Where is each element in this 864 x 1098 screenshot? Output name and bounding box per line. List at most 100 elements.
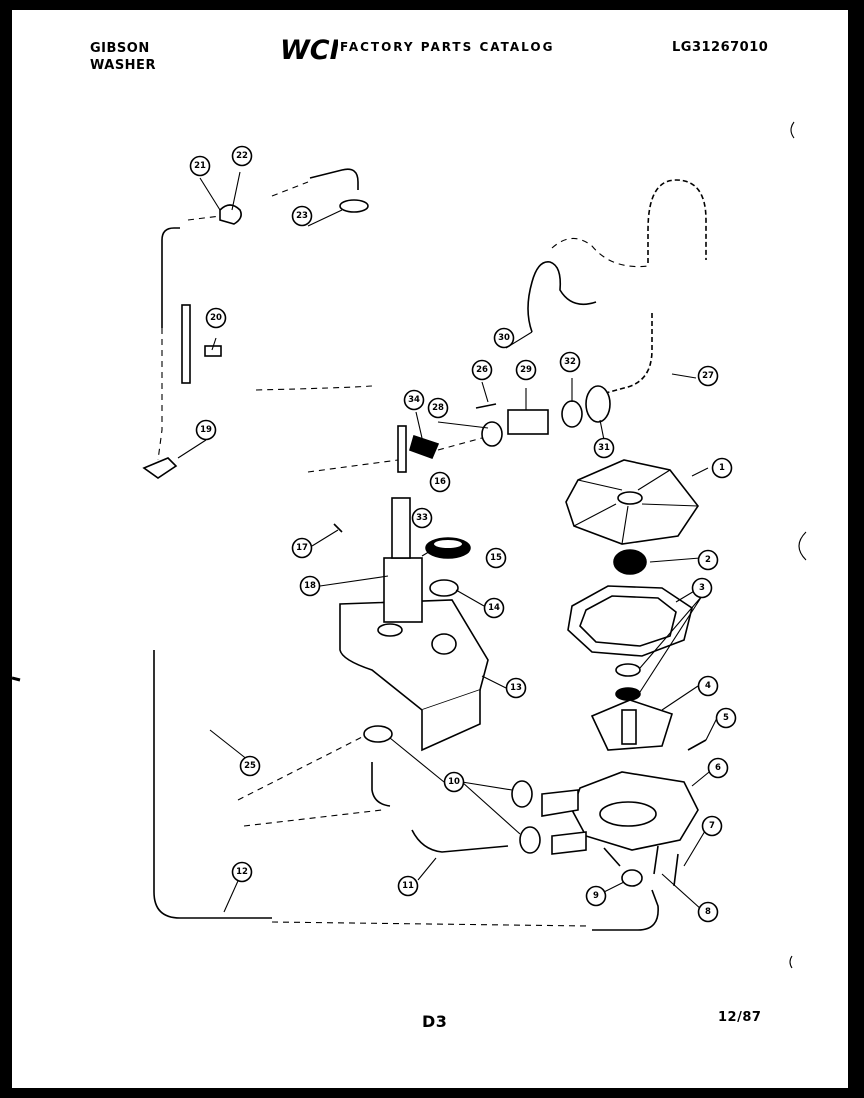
callout-11-label: 11 bbox=[402, 881, 414, 891]
brand-line-1: GIBSON bbox=[90, 41, 150, 56]
callout-4: 4 bbox=[697, 675, 719, 697]
catalog-sheet: { "header": { "brand_line1": "GIBSON", "… bbox=[12, 10, 848, 1088]
callout-22-label: 22 bbox=[236, 151, 248, 161]
clamp-14 bbox=[429, 579, 459, 597]
clamp-27 bbox=[481, 421, 503, 447]
page-code: D3 bbox=[422, 1012, 448, 1031]
exploded-parts-diagram: 21 22 23 20 19 30 26 29 32 27 34 28 31 1… bbox=[12, 121, 807, 969]
brand-label: GIBSON WASHER bbox=[90, 40, 156, 74]
screw-28 bbox=[475, 403, 497, 409]
callout-10: 10 bbox=[443, 771, 465, 793]
callout-1: 1 bbox=[711, 457, 733, 479]
callout-30: 30 bbox=[493, 327, 515, 349]
callout-34-label: 34 bbox=[408, 395, 420, 405]
callout-16: 16 bbox=[429, 471, 451, 493]
clip-19 bbox=[142, 457, 178, 479]
hose-25 bbox=[198, 486, 240, 830]
callout-4-label: 4 bbox=[705, 681, 711, 691]
callout-5-label: 5 bbox=[723, 713, 729, 723]
callout-25-label: 25 bbox=[244, 761, 256, 771]
callout-9: 9 bbox=[585, 885, 607, 907]
callout-14: 14 bbox=[483, 597, 505, 619]
tube-16 bbox=[397, 425, 407, 473]
scan-mark bbox=[12, 676, 21, 682]
cover-1 bbox=[565, 459, 699, 545]
callout-14-label: 14 bbox=[488, 603, 500, 613]
callout-21-label: 21 bbox=[194, 161, 206, 171]
callout-6-label: 6 bbox=[715, 763, 721, 773]
callout-26-label: 27 bbox=[702, 371, 714, 381]
hose-elbow-top bbox=[309, 168, 359, 190]
hose-21 bbox=[161, 227, 180, 328]
callout-18: 18 bbox=[299, 575, 321, 597]
wci-logo: WCI bbox=[280, 35, 338, 65]
callout-3: 3 bbox=[691, 577, 713, 599]
screw-7 bbox=[673, 853, 679, 887]
hanger-30 bbox=[527, 261, 597, 333]
callout-30-label: 30 bbox=[498, 333, 510, 343]
callout-2-label: 2 bbox=[705, 555, 711, 565]
callout-19: 19 bbox=[195, 419, 217, 441]
margin-mark bbox=[798, 531, 807, 561]
callout-28: 26 bbox=[471, 359, 493, 381]
callout-23-label: 23 bbox=[296, 211, 308, 221]
callout-25: 25 bbox=[239, 755, 261, 777]
callout-29-label: 29 bbox=[520, 365, 532, 375]
callout-22: 22 bbox=[231, 145, 253, 167]
hose-12 bbox=[153, 650, 272, 919]
callout-5: 5 bbox=[715, 707, 737, 729]
catalog-title: FACTORY PARTS CATALOG bbox=[340, 40, 555, 54]
callout-20: 20 bbox=[205, 307, 227, 329]
callout-31-label: 31 bbox=[598, 443, 610, 453]
clamp-32 bbox=[561, 400, 583, 428]
callout-32: 32 bbox=[559, 351, 581, 373]
callout-19-label: 19 bbox=[200, 425, 212, 435]
wci-logo-text: WCI bbox=[280, 35, 338, 65]
callout-15-label: 15 bbox=[490, 553, 502, 563]
brand-line-2: WASHER bbox=[90, 58, 156, 73]
clip-22 bbox=[219, 204, 242, 225]
callout-23: 23 bbox=[291, 205, 313, 227]
callout-11: 11 bbox=[397, 875, 419, 897]
callout-15: 15 bbox=[485, 547, 507, 569]
callout-10-label: 10 bbox=[448, 777, 460, 787]
pump-housing-6 bbox=[541, 771, 699, 867]
callout-27: 28 bbox=[427, 397, 449, 419]
callout-27-label: 28 bbox=[432, 403, 444, 413]
fitting-34 bbox=[409, 434, 440, 460]
hose-11 bbox=[411, 829, 509, 853]
clamps-10 bbox=[363, 725, 541, 854]
drain-hose-26 bbox=[585, 178, 707, 423]
callout-2: 2 bbox=[697, 549, 719, 571]
cap-15 bbox=[425, 537, 471, 559]
callout-12-label: 12 bbox=[236, 867, 248, 877]
hose-lower-left bbox=[371, 762, 391, 807]
dispenser-13 bbox=[339, 497, 489, 752]
screw-5 bbox=[687, 739, 707, 751]
callout-29: 29 bbox=[515, 359, 537, 381]
callout-13: 13 bbox=[505, 677, 527, 699]
callout-33: 33 bbox=[411, 507, 433, 529]
model-number: LG31267010 bbox=[672, 40, 769, 55]
callout-1-label: 1 bbox=[719, 463, 725, 473]
callout-7-label: 7 bbox=[709, 821, 715, 831]
callout-16-label: 16 bbox=[434, 477, 446, 487]
callout-9-label: 9 bbox=[593, 891, 599, 901]
callout-33-label: 33 bbox=[416, 513, 428, 523]
impeller-2 bbox=[613, 549, 647, 575]
clamp-9 bbox=[621, 869, 643, 887]
date-code: 12/87 bbox=[718, 1010, 762, 1025]
screw-8 bbox=[653, 845, 659, 875]
callout-28-label: 26 bbox=[476, 365, 488, 375]
mount-4 bbox=[590, 699, 673, 751]
callout-6: 6 bbox=[707, 757, 729, 779]
callout-26: 27 bbox=[697, 365, 719, 387]
callout-8-label: 8 bbox=[705, 907, 711, 917]
callout-17: 17 bbox=[291, 537, 313, 559]
callout-18-label: 18 bbox=[304, 581, 316, 591]
callout-21: 21 bbox=[189, 155, 211, 177]
callout-17-label: 17 bbox=[296, 543, 308, 553]
connector-29 bbox=[507, 409, 549, 435]
callout-7: 7 bbox=[701, 815, 723, 837]
